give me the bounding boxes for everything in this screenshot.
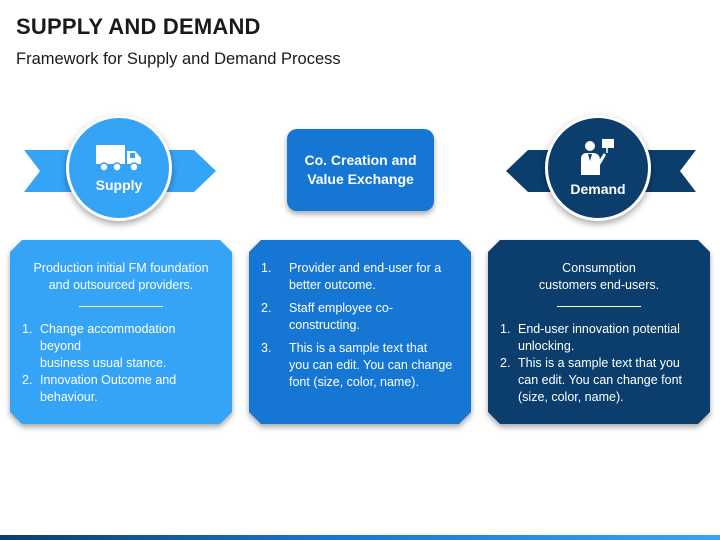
list-item: 2. Staff employee co-constructing. xyxy=(261,301,393,332)
demand-divider xyxy=(557,306,641,307)
value-exchange-label: Co. Creation and Value Exchange xyxy=(304,152,417,187)
demand-card: Consumption customers end-users. 1. End-… xyxy=(488,240,710,424)
supply-divider xyxy=(79,306,163,307)
demand-intro: Consumption customers end-users. xyxy=(538,261,660,292)
supply-circle: Supply xyxy=(66,115,172,221)
page-subtitle: Framework for Supply and Demand Process xyxy=(16,50,341,68)
demand-label: Demand xyxy=(570,181,626,197)
footer-gradient-bar xyxy=(0,535,720,540)
page-title: SUPPLY AND DEMAND xyxy=(16,14,261,39)
person-with-sign-icon xyxy=(581,139,614,175)
supply-card: Production initial FM foundation and out… xyxy=(10,240,232,424)
demand-circle: Demand xyxy=(545,115,651,221)
supply-intro: Production initial FM foundation and out… xyxy=(33,261,209,292)
value-exchange-box: Co. Creation and Value Exchange xyxy=(287,129,434,211)
supply-label: Supply xyxy=(95,177,143,193)
truck-icon xyxy=(96,145,141,172)
